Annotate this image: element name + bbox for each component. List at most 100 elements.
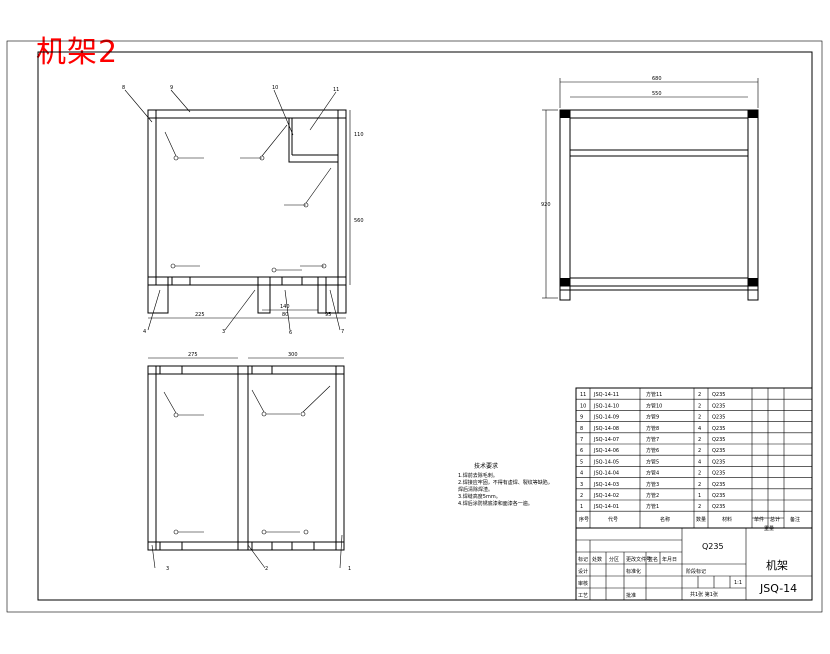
balloon: 11 [333, 87, 339, 93]
tb-label: 设计 [578, 568, 588, 575]
side-view: 680 550 920 [541, 76, 759, 301]
parts-cell-no: 6 [580, 448, 583, 454]
balloon: 6 [289, 330, 292, 336]
dimension: 560 [354, 218, 364, 224]
tb-label: 处数 [592, 556, 602, 563]
parts-cell-qty: 4 [698, 426, 701, 432]
parts-cell-code: JSQ-14-08 [593, 426, 619, 432]
parts-cell-no: 11 [580, 392, 586, 398]
balloon: 1 [348, 566, 351, 572]
parts-cell-code: JSQ-14-04 [593, 471, 619, 477]
parts-cell-no: 8 [580, 426, 583, 432]
parts-cell-mat: Q235 [712, 437, 725, 443]
parts-cell-code: JSQ-14-03 [593, 482, 619, 488]
dimension: 550 [652, 91, 662, 97]
tech-notes-heading: 技术要求 [474, 462, 498, 470]
dimension: 680 [652, 76, 662, 82]
balloon: 3 [166, 566, 169, 572]
parts-cell-qty: 2 [698, 415, 701, 421]
dimension: 225 [195, 312, 205, 318]
parts-cell-mat: Q235 [712, 504, 725, 510]
material: Q235 [702, 542, 724, 551]
parts-cell-qty: 2 [698, 471, 701, 477]
balloon: 3 [222, 329, 225, 335]
tb-label: 工艺 [578, 593, 588, 599]
parts-cell-name: 方管5 [646, 458, 659, 465]
parts-header-remark: 备注 [790, 516, 800, 523]
balloon: 7 [341, 329, 344, 335]
parts-cell-code: JSQ-14-07 [593, 437, 619, 443]
parts-cell-mat: Q235 [712, 471, 725, 477]
parts-cell-code: JSQ-14-10 [593, 403, 619, 409]
sheet-info: 共1张 第1张 [690, 591, 718, 598]
inner-border [37, 51, 813, 601]
tech-note-line: 4.焊后涂防锈底漆和面漆各一遍。 [458, 500, 533, 507]
parts-cell-mat: Q235 [712, 392, 725, 398]
parts-cell-qty: 2 [698, 437, 701, 443]
balloon: 10 [272, 85, 278, 91]
parts-cell-mat: Q235 [712, 459, 725, 465]
parts-cell-name: 方管11 [646, 391, 662, 398]
tb-label: 签名 [648, 556, 658, 563]
drawing-number: JSQ-14 [759, 582, 797, 595]
balloon: 9 [170, 85, 173, 91]
tech-note-line: 3.焊缝高度5mm。 [458, 493, 501, 500]
parts-header-qty: 数量 [696, 516, 706, 523]
parts-cell-name: 方管8 [646, 425, 659, 432]
parts-cell-no: 10 [580, 403, 586, 409]
parts-cell-code: JSQ-14-09 [593, 415, 619, 421]
parts-cell-name: 方管6 [646, 447, 659, 454]
parts-cell-mat: Q235 [712, 426, 725, 432]
parts-cell-mat: Q235 [712, 415, 725, 421]
scale: 1:1 [734, 580, 742, 586]
parts-cell-no: 3 [580, 482, 583, 488]
parts-cell-qty: 4 [698, 459, 701, 465]
dimension: 275 [188, 352, 198, 358]
tb-label: 标记 [578, 556, 588, 563]
tech-note-line: 焊后清除焊渣。 [458, 486, 493, 493]
parts-cell-no: 7 [580, 437, 583, 443]
balloon: 4 [143, 329, 146, 335]
parts-cell-qty: 2 [698, 482, 701, 488]
parts-cell-mat: Q235 [712, 448, 725, 454]
parts-cell-qty: 2 [698, 448, 701, 454]
dimension: 80 [282, 312, 288, 318]
tb-label: 更改文件号 [626, 556, 651, 563]
parts-cell-name: 方管9 [646, 414, 659, 421]
top-view: 275 300 3 2 1 [147, 352, 351, 572]
parts-cell-mat: Q235 [712, 493, 725, 499]
parts-cell-no: 2 [580, 493, 583, 499]
parts-cell-qty: 2 [698, 392, 701, 398]
parts-cell-code: JSQ-14-02 [593, 493, 619, 499]
tb-label: 批准 [626, 592, 636, 599]
parts-cell-qty: 2 [698, 504, 701, 510]
parts-header-no: 序号 [579, 516, 589, 523]
parts-cell-name: 方管4 [646, 470, 659, 477]
parts-header-mat: 材料 [722, 516, 732, 523]
dimension: 110 [354, 132, 364, 138]
tech-note-line: 2.焊接应牢固，不得有虚焊、裂纹等缺陷， [458, 479, 553, 486]
technical-notes: 技术要求 1.焊前去除毛刺。 2.焊接应牢固，不得有虚焊、裂纹等缺陷， 焊后清除… [458, 462, 553, 507]
parts-cell-no: 9 [580, 415, 583, 421]
title-block: Q235 机架 JSQ-14 1:1 共1张 第1张 标记 处数 分区 更改文件… [575, 527, 813, 601]
balloon: 2 [265, 566, 268, 572]
parts-header-name: 名称 [660, 516, 670, 523]
tech-note-line: 1.焊前去除毛刺。 [458, 472, 498, 479]
parts-header-total_weight: 总计 [770, 516, 780, 523]
parts-header-unit_weight: 单件 [754, 516, 764, 523]
parts-cell-name: 方管7 [646, 436, 659, 443]
parts-cell-code: JSQ-14-01 [593, 504, 619, 510]
tb-label: 标准化 [626, 568, 641, 575]
parts-cell-code: JSQ-14-11 [593, 392, 619, 398]
parts-cell-no: 5 [580, 459, 583, 465]
parts-cell-name: 方管1 [646, 503, 659, 510]
parts-cell-no: 4 [580, 471, 583, 477]
parts-cell-name: 方管10 [646, 402, 662, 409]
parts-cell-qty: 2 [698, 403, 701, 409]
tb-label: 审核 [578, 580, 588, 587]
parts-cell-code: JSQ-14-06 [593, 448, 619, 454]
parts-cell-code: JSQ-14-05 [593, 459, 619, 465]
tb-label: 分区 [609, 556, 619, 563]
parts-cell-qty: 1 [698, 493, 701, 499]
